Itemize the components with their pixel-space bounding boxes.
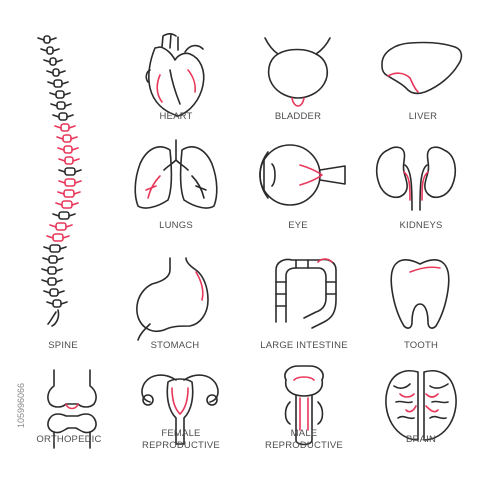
vertebra-process bbox=[49, 92, 71, 96]
vertebra-process bbox=[49, 224, 73, 228]
vertebra-process bbox=[46, 235, 70, 239]
vertebra bbox=[55, 222, 67, 231]
liver-icon bbox=[381, 41, 463, 95]
vertebra bbox=[48, 255, 58, 264]
vertebra-process bbox=[52, 213, 76, 217]
label-bladder: BLADDER bbox=[274, 111, 322, 122]
vertebra bbox=[64, 167, 76, 176]
label-orthopedic: ORTHOPEDIC bbox=[36, 434, 102, 445]
vertebra-process bbox=[43, 290, 65, 294]
vertebra-process bbox=[52, 114, 74, 118]
label-large-intestine: LARGE INTESTINE bbox=[260, 340, 348, 351]
vertebra-process bbox=[58, 180, 82, 184]
vertebra-process bbox=[41, 268, 63, 272]
vertebra-process bbox=[43, 59, 63, 63]
label-brain: BRAIN bbox=[405, 434, 437, 445]
coccyx bbox=[47, 309, 60, 327]
lungs-icon bbox=[134, 139, 218, 209]
vertebra-process bbox=[58, 158, 80, 162]
vertebra bbox=[47, 266, 57, 275]
label-female-line1: FEMALE bbox=[161, 428, 201, 439]
vertebra bbox=[62, 134, 72, 143]
kidneys-icon bbox=[375, 146, 457, 211]
label-male-line1: MALE bbox=[290, 428, 318, 439]
vertebra-process bbox=[54, 125, 76, 129]
brain-icon bbox=[385, 370, 457, 441]
vertebra bbox=[63, 145, 73, 154]
vertebra bbox=[49, 244, 61, 253]
label-liver: LIVER bbox=[408, 111, 438, 122]
vertebra-process bbox=[58, 169, 82, 173]
vertebra bbox=[52, 233, 64, 242]
vertebra bbox=[55, 90, 65, 99]
vertebra-process bbox=[37, 37, 57, 41]
vertebra-process bbox=[56, 136, 78, 140]
bladder-icon bbox=[264, 37, 331, 107]
vertebra-process bbox=[41, 279, 63, 283]
vertebra bbox=[53, 79, 63, 88]
vertebra bbox=[64, 156, 74, 165]
vertebra bbox=[64, 178, 76, 187]
vertebra-process bbox=[50, 103, 72, 107]
vertebra bbox=[43, 35, 51, 44]
vertebra bbox=[60, 123, 70, 132]
vertebra bbox=[56, 101, 66, 110]
vertebra bbox=[49, 288, 59, 297]
large-intestine-icon bbox=[275, 258, 337, 329]
vertebra-process bbox=[46, 70, 66, 74]
vertebra-process bbox=[43, 246, 67, 250]
label-female-reproductive: FEMALE REPRODUCTIVE bbox=[142, 428, 220, 452]
vertebra bbox=[58, 211, 70, 220]
label-kidneys: KIDNEYS bbox=[399, 220, 443, 231]
vertebra-process bbox=[57, 147, 79, 151]
vertebra-process bbox=[47, 81, 69, 85]
vertebra bbox=[47, 277, 57, 286]
vertebra bbox=[46, 46, 54, 55]
vertebra-process bbox=[42, 257, 64, 261]
vertebra bbox=[49, 57, 57, 66]
orthopedic-icon bbox=[47, 369, 97, 449]
eye-icon bbox=[259, 144, 346, 206]
spine-icon bbox=[37, 35, 82, 327]
vertebra-process bbox=[40, 48, 60, 52]
label-stomach: STOMACH bbox=[150, 340, 200, 351]
vertebra-process bbox=[57, 191, 81, 195]
label-spine: SPINE bbox=[48, 340, 78, 351]
label-female-line2: REPRODUCTIVE bbox=[142, 440, 220, 451]
stock-strip bbox=[0, 0, 28, 500]
vertebra-process bbox=[55, 202, 79, 206]
heart-icon bbox=[145, 32, 205, 117]
label-lungs: LUNGS bbox=[159, 220, 193, 231]
label-tooth: TOOTH bbox=[403, 340, 439, 351]
vertebra bbox=[58, 112, 68, 121]
vertebra bbox=[61, 200, 73, 209]
vertebra-process bbox=[46, 301, 68, 305]
tooth-icon bbox=[390, 259, 450, 329]
label-male-reproductive: MALE REPRODUCTIVE bbox=[265, 428, 343, 452]
label-heart: HEART bbox=[159, 111, 193, 122]
label-eye: EYE bbox=[288, 220, 308, 231]
vertebra bbox=[52, 68, 60, 77]
vertebra bbox=[63, 189, 75, 198]
female-reproductive-icon bbox=[141, 374, 219, 445]
male-reproductive-icon bbox=[284, 365, 324, 446]
stomach-icon bbox=[136, 257, 209, 341]
vertebra bbox=[52, 299, 62, 308]
label-male-line2: REPRODUCTIVE bbox=[265, 440, 343, 451]
